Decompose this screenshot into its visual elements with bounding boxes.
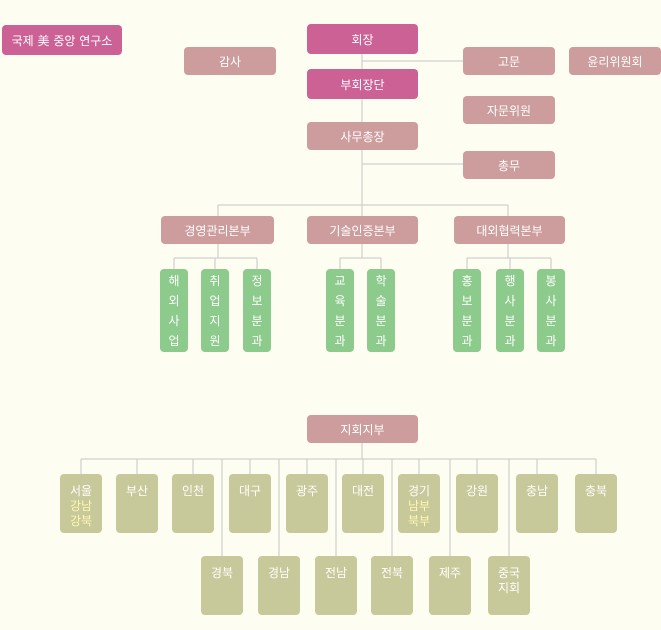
branch-box[interactable]: 광주: [286, 474, 328, 533]
branch-box[interactable]: 충북: [575, 474, 617, 533]
branch-sub-label: 북부: [407, 514, 431, 528]
branch-box-gyeonggi[interactable]: 경기 남부 북부: [398, 474, 440, 533]
branch-box-china[interactable]: 중국 지회: [488, 556, 530, 615]
auditor-box[interactable]: 감사: [184, 47, 276, 75]
branch-box[interactable]: 경남: [258, 556, 300, 615]
branch-box[interactable]: 대전: [342, 474, 384, 533]
branch-box[interactable]: 경북: [201, 556, 243, 615]
branch-label: 대전: [351, 484, 375, 498]
hq-box[interactable]: 기술인증본부: [307, 216, 418, 244]
branch-label-line2: 지회: [497, 581, 521, 595]
branch-label: 경북: [210, 566, 234, 580]
branch-box[interactable]: 인천: [172, 474, 214, 533]
branch-label: 경남: [267, 566, 291, 580]
hq-box[interactable]: 경영관리본부: [161, 216, 274, 244]
branch-label: 부산: [125, 484, 149, 498]
branch-hq-box[interactable]: 지회지부: [307, 415, 418, 443]
branch-sub-label: 남부: [407, 499, 431, 513]
president-box[interactable]: 회장: [307, 24, 418, 54]
branch-label: 전북: [380, 566, 404, 580]
general-affairs-box[interactable]: 총무: [463, 151, 555, 179]
branch-label: 제주: [438, 566, 462, 580]
branch-box[interactable]: 대구: [229, 474, 271, 533]
consultant-box[interactable]: 자문위원: [463, 96, 555, 124]
branch-label: 전남: [324, 566, 348, 580]
branch-label: 경기: [407, 484, 431, 498]
branch-box[interactable]: 강원: [456, 474, 498, 533]
branch-box[interactable]: 부산: [116, 474, 158, 533]
branch-box[interactable]: 전북: [371, 556, 413, 615]
vice-president-box[interactable]: 부회장단: [307, 69, 418, 99]
branch-sub-label: 강남: [69, 499, 93, 513]
institute-badge[interactable]: 국제 美 중앙 연구소: [2, 25, 122, 55]
secretary-general-box[interactable]: 사무총장: [307, 122, 418, 150]
branch-box-seoul[interactable]: 서울 강남 강북: [60, 474, 102, 533]
branch-label: 강원: [465, 484, 489, 498]
branch-label: 인천: [181, 484, 205, 498]
branch-box[interactable]: 전남: [315, 556, 357, 615]
branch-label: 광주: [295, 484, 319, 498]
branch-sub-label: 강북: [69, 514, 93, 528]
branch-label: 충남: [525, 484, 549, 498]
branch-label: 서울: [69, 484, 93, 498]
branch-label: 충북: [584, 484, 608, 498]
advisor-box[interactable]: 고문: [463, 47, 555, 75]
hq-box[interactable]: 대외협력본부: [454, 216, 565, 244]
branch-label: 중국: [497, 566, 521, 580]
ethics-committee-box[interactable]: 윤리위원회: [569, 47, 661, 75]
branch-label: 대구: [238, 484, 262, 498]
branch-box[interactable]: 제주: [429, 556, 471, 615]
branch-box[interactable]: 충남: [516, 474, 558, 533]
